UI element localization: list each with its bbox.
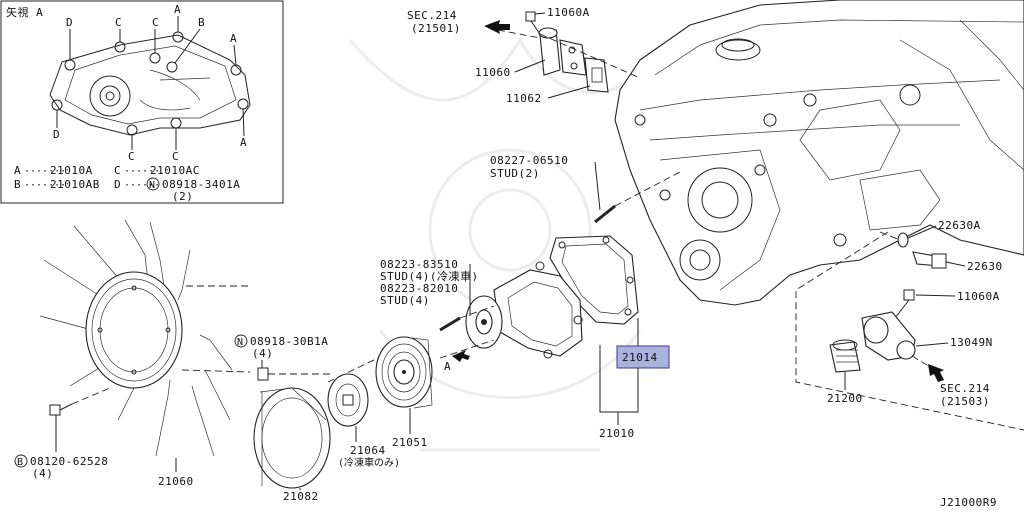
legend-d-circled: N bbox=[149, 180, 155, 191]
engine-block-drawing bbox=[614, 0, 1024, 306]
nut-08918-30b1a-part bbox=[257, 367, 330, 381]
inset-callout-c4: C bbox=[172, 150, 179, 163]
label-21064-note: (冷凍車のみ) bbox=[338, 456, 400, 469]
label-08918-30b1a-qty: (4) bbox=[252, 347, 273, 360]
legend-c-value: 21010AC bbox=[150, 164, 200, 177]
label-21051: 21051 bbox=[392, 436, 428, 449]
label-08120-62528: 08120-62528 bbox=[30, 455, 108, 468]
svg-text:······: ······ bbox=[124, 166, 160, 177]
legend-b-key: B bbox=[14, 178, 21, 191]
legend-d-qty: (2) bbox=[172, 190, 193, 203]
label-sec214-a-1: SEC.214 bbox=[407, 9, 457, 22]
temp-sensor-part bbox=[879, 231, 947, 269]
label-21060: 21060 bbox=[158, 475, 194, 488]
fan-coupling-21082-part bbox=[253, 387, 331, 489]
inset-callout-c2: C bbox=[152, 16, 159, 29]
label-08223-82010: 08223-82010 bbox=[380, 282, 458, 295]
svg-text:A: A bbox=[444, 360, 451, 373]
thermostat-housing-part bbox=[829, 289, 944, 382]
svg-text:·······: ······· bbox=[24, 166, 66, 177]
label-11060A-top: 11060A bbox=[547, 6, 590, 19]
label-sec214-b-2: (21503) bbox=[940, 395, 990, 408]
svg-text:·······: ······· bbox=[24, 180, 66, 191]
label-08227-stud: STUD(2) bbox=[490, 167, 540, 180]
inset-callout-b: B bbox=[198, 16, 205, 29]
label-21082: 21082 bbox=[283, 490, 319, 503]
legend-d-key: D bbox=[114, 178, 121, 191]
label-08223-82010-stud: STUD(4) bbox=[380, 294, 430, 307]
label-11062: 11062 bbox=[506, 92, 542, 105]
inset-pump-drawing bbox=[49, 31, 251, 136]
stud-08227-part bbox=[594, 171, 681, 224]
pulley-21051-part bbox=[375, 336, 433, 409]
arrow-down-right-icon bbox=[928, 364, 944, 382]
legend-b-value: 21010AB bbox=[50, 178, 100, 191]
label-11060: 11060 bbox=[475, 66, 511, 79]
inset-view-a: 矢視 A A A bbox=[0, 0, 284, 204]
label-21014: 21014 bbox=[622, 351, 658, 364]
bolt-08120-62528-part bbox=[49, 387, 111, 416]
label-21200: 21200 bbox=[827, 392, 863, 405]
inset-callouts: A A A B C C C C D D bbox=[53, 3, 247, 163]
label-22630: 22630 bbox=[967, 260, 1003, 273]
label-08120-circled: B bbox=[17, 457, 23, 468]
label-08120-62528-qty: (4) bbox=[32, 467, 53, 480]
label-13049N: 13049N bbox=[950, 336, 993, 349]
label-11060A-right: 11060A bbox=[957, 290, 1000, 303]
arrow-left-icon bbox=[484, 20, 510, 34]
inset-callout-a3: A bbox=[240, 136, 247, 149]
legend-d-value: 08918-3401A bbox=[162, 178, 240, 191]
diagram-id: J21000R9 bbox=[940, 496, 997, 509]
water-pump-gasket-part bbox=[549, 235, 639, 325]
label-08918-30b1a: 08918-30B1A bbox=[250, 335, 328, 348]
part-21014-callout[interactable]: 21014 bbox=[616, 345, 670, 369]
label-sec214-a-2: (21501) bbox=[411, 22, 461, 35]
studs-08223-part bbox=[439, 305, 495, 332]
fan-21060-part bbox=[39, 219, 251, 457]
label-sec214-b-1: SEC.214 bbox=[940, 382, 990, 395]
inset-title: 矢視 A bbox=[6, 5, 43, 19]
label-22630A: 22630A bbox=[938, 219, 981, 232]
label-08223-83510-stud: STUD(4)(冷凍車) bbox=[380, 269, 479, 283]
inset-callout-c1: C bbox=[115, 16, 122, 29]
legend-a-value: 21010A bbox=[50, 164, 93, 177]
part-21014-highlight bbox=[616, 345, 670, 369]
water-outlet-parts bbox=[484, 11, 641, 93]
thermostat-leaders bbox=[795, 231, 1024, 431]
label-21010: 21010 bbox=[599, 427, 635, 440]
label-08223-83510: 08223-83510 bbox=[380, 258, 458, 271]
label-08918-circled: N bbox=[237, 337, 243, 348]
water-pump-part bbox=[439, 261, 583, 359]
inset-callout-a1: A bbox=[174, 3, 181, 16]
inset-callout-c3: C bbox=[128, 150, 135, 163]
legend-c-key: C bbox=[114, 164, 121, 177]
svg-text:······: ······ bbox=[124, 180, 160, 191]
arrow-right-icon bbox=[452, 350, 470, 362]
label-08227: 08227-06510 bbox=[490, 154, 568, 167]
view-arrow-a: A bbox=[444, 350, 470, 373]
inset-callout-d1: D bbox=[66, 16, 73, 29]
label-21064: 21064 bbox=[350, 444, 386, 457]
inset-callout-a2: A bbox=[230, 32, 237, 45]
legend-a-key: A bbox=[14, 164, 21, 177]
inset-callout-d2: D bbox=[53, 128, 60, 141]
inset-legend: A ······· 21010A B ······· 21010AB C ···… bbox=[14, 164, 240, 203]
spacer-21064-part bbox=[327, 357, 379, 427]
